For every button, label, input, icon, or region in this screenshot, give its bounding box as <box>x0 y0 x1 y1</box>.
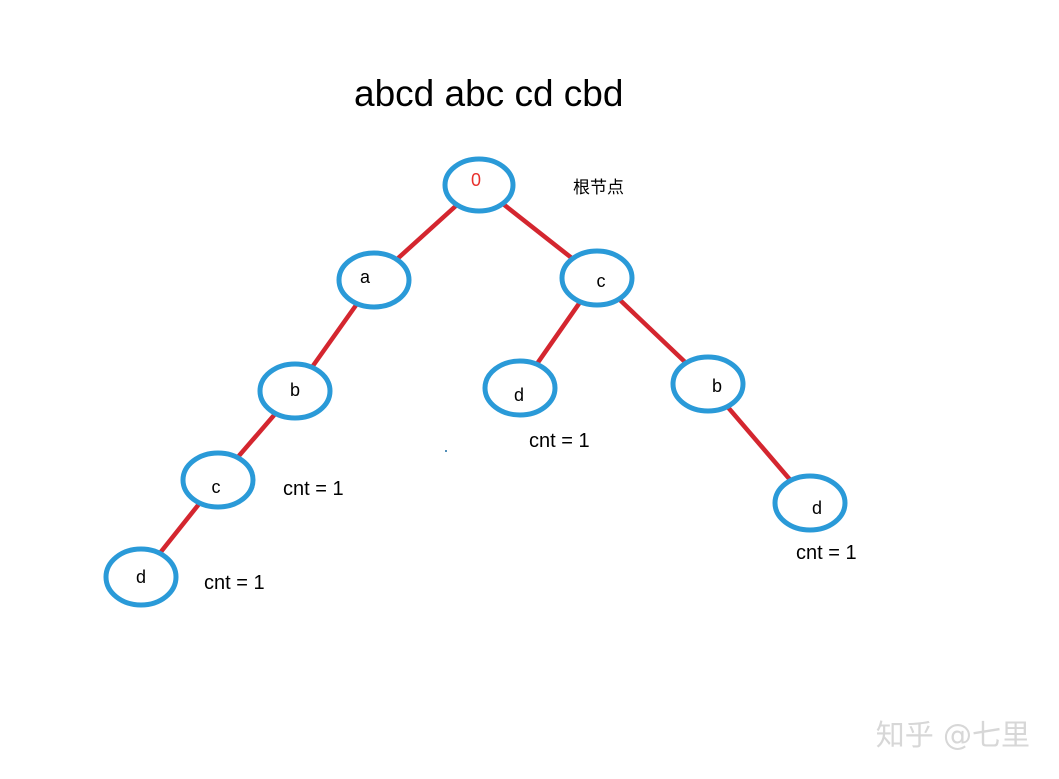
node-circle <box>670 354 746 414</box>
trie-node-cd: d <box>482 358 558 418</box>
edge-c-cb <box>615 295 690 367</box>
trie-node-a: a <box>336 250 412 310</box>
stray-dot <box>445 450 447 452</box>
trie-node-c: c <box>559 248 635 308</box>
node-label: d <box>514 385 524 405</box>
trie-node-ab: b <box>257 361 333 421</box>
node-circle <box>257 361 333 421</box>
node-circle <box>336 250 412 310</box>
node-label: b <box>712 376 722 396</box>
node-label: d <box>136 567 146 587</box>
trie-node-abc: c <box>180 450 256 510</box>
nodes-layer: 0 a b c d c d b d <box>103 156 848 608</box>
edges-layer <box>156 200 795 558</box>
node-circle <box>482 358 558 418</box>
count-label-cbd: cnt = 1 <box>796 542 857 564</box>
edge-a-ab <box>308 299 361 372</box>
node-circle <box>103 546 179 608</box>
node-label: c <box>212 477 221 497</box>
trie-node-abcd: d <box>103 546 179 608</box>
trie-node-cb: b <box>670 354 746 414</box>
diagram-title: abcd abc cd cbd <box>354 73 623 114</box>
node-label: c <box>597 271 606 291</box>
node-label: a <box>360 267 371 287</box>
count-label-abc: cnt = 1 <box>283 478 344 500</box>
edge-abc-abcd <box>156 499 204 558</box>
edge-root-a <box>392 201 461 264</box>
trie-node-cbd: d <box>772 473 848 533</box>
node-circle <box>180 450 256 510</box>
node-label: b <box>290 380 300 400</box>
node-label: 0 <box>471 170 481 190</box>
watermark: 知乎 @七里 <box>876 718 1030 752</box>
count-label-abcd: cnt = 1 <box>204 572 265 594</box>
edge-c-cd <box>533 297 584 369</box>
node-circle <box>772 473 848 533</box>
node-circle <box>559 248 635 308</box>
count-label-cd: cnt = 1 <box>529 430 590 452</box>
counts-layer: cnt = 1 cnt = 1 cnt = 1 cnt = 1 <box>204 430 857 594</box>
node-label: d <box>812 498 822 518</box>
edge-root-c <box>498 200 577 263</box>
edge-ab-abc <box>233 409 280 462</box>
node-circle <box>442 156 516 214</box>
root-node-note: 根节点 <box>573 178 624 198</box>
edge-cb-cbd <box>723 402 795 485</box>
trie-node-root: 0 <box>442 156 516 214</box>
